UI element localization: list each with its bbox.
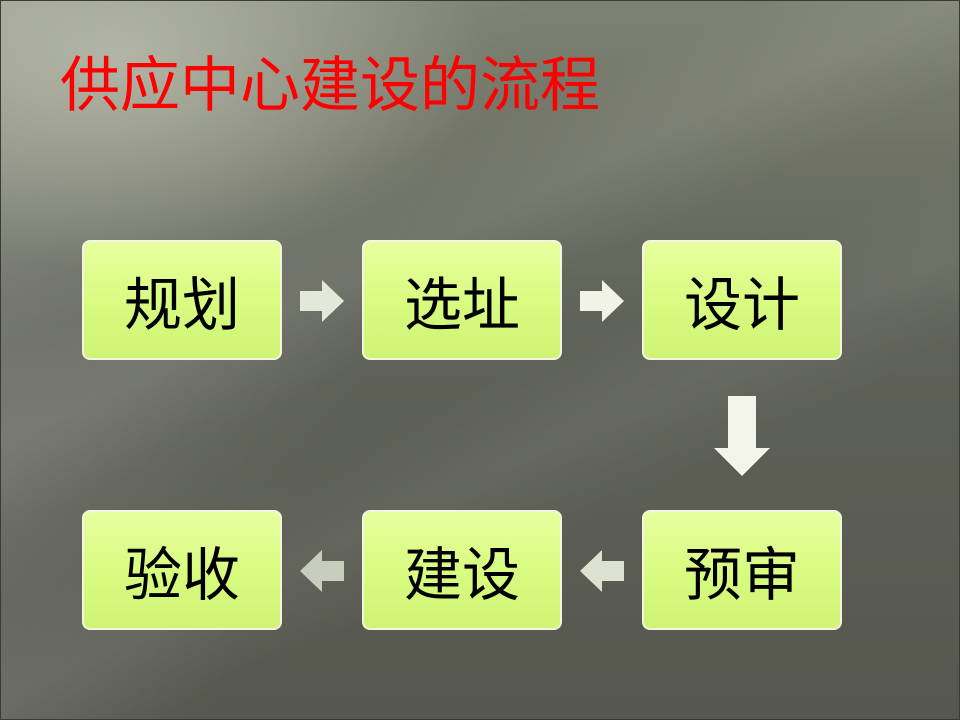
- arrow-right-icon: [300, 280, 344, 322]
- page-title: 供应中心建设的流程: [60, 51, 600, 121]
- step-label: 规划: [123, 271, 240, 339]
- step-box-design: 设计: [642, 240, 842, 360]
- step-label: 预审: [683, 541, 800, 609]
- step-label: 验收: [123, 541, 240, 609]
- step-box-planning: 规划: [82, 240, 282, 360]
- step-label: 建设: [403, 541, 520, 609]
- step-box-acceptance: 验收: [82, 510, 282, 630]
- arrow-right-icon: [580, 280, 624, 322]
- arrow-down-icon: [714, 396, 770, 476]
- step-label: 设计: [683, 271, 800, 339]
- step-box-site-selection: 选址: [362, 240, 562, 360]
- arrow-left-icon: [300, 550, 344, 592]
- arrow-left-icon: [580, 550, 624, 592]
- step-box-pre-review: 预审: [642, 510, 842, 630]
- step-label: 选址: [403, 271, 520, 339]
- step-box-construction: 建设: [362, 510, 562, 630]
